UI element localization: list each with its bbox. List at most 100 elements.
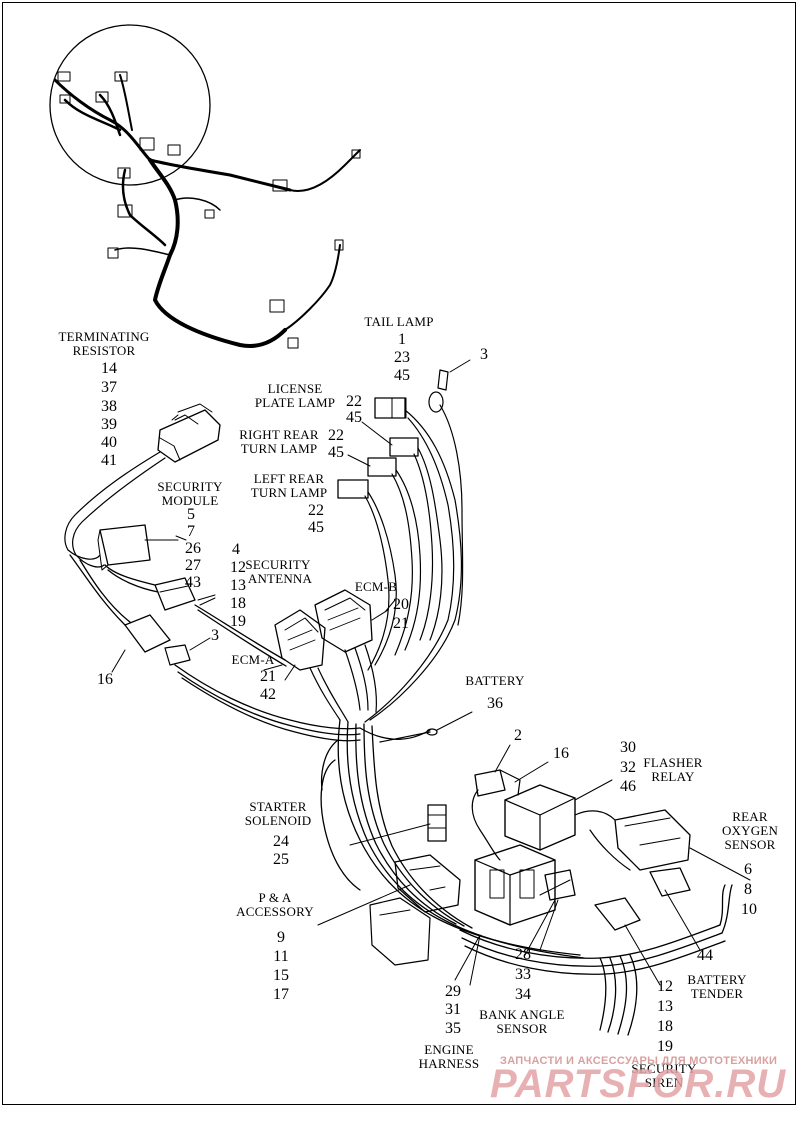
relay-box <box>474 844 571 926</box>
label-flasher-2: RELAY <box>651 769 695 784</box>
ecm-wires <box>309 644 377 723</box>
pa-num-1: 9 <box>277 929 285 946</box>
security-module-num-2: 7 <box>187 523 195 540</box>
label-ecm-b: ECM-B <box>354 579 398 594</box>
tail-lamp-num-2: 23 <box>394 349 410 366</box>
security-module-num-1: 5 <box>187 506 195 523</box>
connector-16b-num: 16 <box>553 745 569 762</box>
overview-inset <box>49 24 361 349</box>
engine-harness-lower <box>459 884 733 1036</box>
battery-tender-connector <box>649 867 701 951</box>
left-connector-16 <box>111 614 191 673</box>
terminating-num-6: 41 <box>101 452 117 469</box>
label-flasher-1: FLASHER <box>643 755 703 770</box>
right-rear-num-2: 45 <box>328 444 344 461</box>
security-antenna-num-4: 18 <box>230 595 246 612</box>
label-right-rear-2: TURN LAMP <box>240 441 318 456</box>
ecm-b-num-1: 20 <box>393 596 409 613</box>
central-trunk <box>320 719 585 959</box>
connector-2-group <box>471 744 549 861</box>
security-siren-connector <box>594 897 661 986</box>
label-battery: BATTERY <box>465 673 525 688</box>
label-security-siren-2: SIREN <box>644 1075 684 1090</box>
label-license-1: LICENSE <box>267 381 323 396</box>
left-rear-num-1: 22 <box>308 502 324 519</box>
left-harness-bundle <box>69 554 361 742</box>
label-left-rear-2: TURN LAMP <box>250 485 328 500</box>
left-rear-num-2: 45 <box>308 519 324 536</box>
left-rear-turn-connector <box>337 479 369 499</box>
right-rear-num-1: 22 <box>328 427 344 444</box>
flasher-num-3: 46 <box>620 778 636 795</box>
license-num-2: 45 <box>346 409 362 426</box>
label-oxygen-2: OXYGEN <box>721 823 779 838</box>
security-module-num-3: 26 <box>185 540 201 557</box>
bank-angle-num-3: 34 <box>515 986 531 1003</box>
license-num-1: 22 <box>346 393 362 410</box>
right-rear-turn-connector <box>347 454 397 477</box>
label-bank-angle-1: BANK ANGLE <box>479 1007 565 1022</box>
security-siren-num-2: 13 <box>657 998 673 1015</box>
battery-lead <box>379 711 473 743</box>
ecm-a-num-2: 42 <box>260 686 276 703</box>
battery-tender-num: 44 <box>697 947 713 964</box>
security-siren-num-4: 19 <box>657 1038 673 1055</box>
oxygen-num-3: 10 <box>741 901 757 918</box>
pa-num-4: 17 <box>273 986 289 1003</box>
engine-harness-num-3: 35 <box>445 1020 461 1037</box>
terminating-num-4: 39 <box>101 416 117 433</box>
security-antenna-num-1: 4 <box>232 541 240 558</box>
rear-oxygen-connector <box>574 809 751 881</box>
flasher-num-2: 32 <box>620 759 636 776</box>
ecm-a-connector <box>274 609 326 681</box>
label-security-module-1: SECURITY <box>157 479 223 494</box>
battery-num: 36 <box>487 695 503 712</box>
label-oxygen-3: SENSOR <box>724 837 776 852</box>
oxygen-num-1: 6 <box>744 861 752 878</box>
pa-num-2: 11 <box>273 948 289 965</box>
label-engine-harness-2: HARNESS <box>418 1056 480 1071</box>
ecm-a-num-1: 21 <box>260 668 276 685</box>
label-security-siren-1: SECURITY <box>631 1061 697 1076</box>
bank-angle-num-1: 28 <box>515 946 531 963</box>
tail-lamp-num-3: 45 <box>394 367 410 384</box>
label-tail-lamp: TAIL LAMP <box>364 314 434 329</box>
label-license-2: PLATE LAMP <box>254 395 336 410</box>
label-pa-2: ACCESSORY <box>236 904 314 919</box>
license-plate-connector <box>361 421 419 457</box>
security-module-num-4: 27 <box>185 557 201 574</box>
label-security-antenna-2: ANTENNA <box>247 571 313 586</box>
ecm-b-num-2: 21 <box>393 615 409 632</box>
pa-accessory-connector <box>317 854 461 926</box>
label-battery-tender-2: TENDER <box>690 986 744 1001</box>
page-border <box>2 2 796 1105</box>
label-oxygen-1: REAR <box>732 809 768 824</box>
label-bank-angle-2: SENSOR <box>496 1021 548 1036</box>
label-starter-1: STARTER <box>249 799 307 814</box>
label-left-rear-1: LEFT REAR <box>253 471 325 486</box>
connector-16-num: 16 <box>97 671 113 688</box>
label-security-antenna-1: SECURITY <box>245 557 311 572</box>
security-module <box>67 524 179 571</box>
tail-lamp-num-1: 1 <box>398 331 406 348</box>
ecm-b-connector <box>314 589 389 653</box>
terminating-num-2: 37 <box>101 379 117 396</box>
terminating-num-3: 38 <box>101 398 117 415</box>
tail-lamp-connector <box>374 359 471 419</box>
starter-num-2: 25 <box>273 851 289 868</box>
watermark-tagline: ЗАПЧАСТИ И АКСЕССУАРЫ ДЛЯ МОТОТЕХНИКИ <box>500 1055 778 1067</box>
connector-3-num: 3 <box>211 627 219 644</box>
label-terminating-1: TERMINATING <box>58 329 150 344</box>
terminating-resistor <box>64 403 221 556</box>
label-terminating-2: RESISTOR <box>72 343 136 358</box>
security-antenna-connector <box>154 577 216 611</box>
starter-solenoid-connector <box>349 804 447 846</box>
security-siren-num-1: 12 <box>657 978 673 995</box>
label-starter-2: SOLENOID <box>244 813 312 828</box>
terminating-num-1: 14 <box>101 360 117 377</box>
bank-angle-num-2: 33 <box>515 966 531 983</box>
tail-lamp-num-3b: 3 <box>480 346 488 363</box>
engine-harness-num-2: 31 <box>445 1001 461 1018</box>
pa-num-3: 15 <box>273 967 289 984</box>
